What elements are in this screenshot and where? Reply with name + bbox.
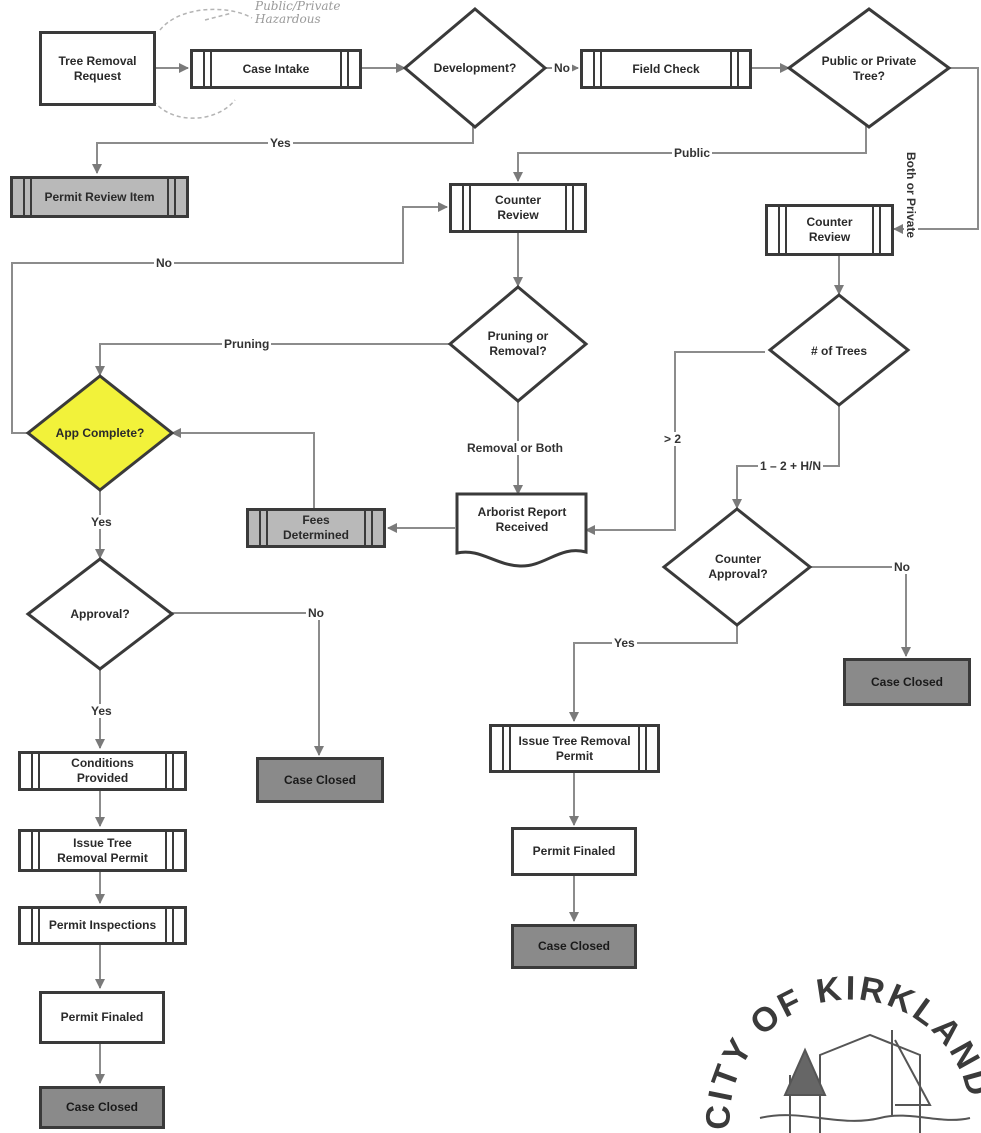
node-label: Pruning or Removal?: [487, 329, 549, 358]
node-label: Permit Finaled: [532, 844, 616, 858]
node-case-closed-right: Case Closed: [843, 658, 971, 706]
node-label: Tree Removal Request: [58, 53, 137, 83]
node-label: Approval?: [70, 606, 130, 621]
decision-public-or-private: [786, 7, 952, 129]
node-label: Permit Inspections: [48, 918, 157, 932]
node-label: # of Trees: [810, 343, 868, 358]
edge-label-both-private: Both or Private: [904, 150, 918, 241]
document-arborist-report: [455, 492, 588, 568]
decision-counter-approval: [661, 507, 813, 627]
label-public-or-private: Public or Private Tree?: [812, 52, 926, 86]
label-pruning-or-removal: Pruning or Removal?: [468, 327, 568, 361]
edge-label-gt2: > 2: [662, 432, 684, 446]
edge-label-yes-counter: Yes: [612, 636, 637, 650]
node-label: Arborist Report Received: [477, 505, 567, 534]
node-label: Counter Review: [495, 193, 541, 222]
node-label: Case Intake: [242, 61, 310, 76]
edge-label-one-two: 1 – 2 + H/N: [758, 459, 824, 473]
node-label: App Complete?: [55, 425, 145, 440]
node-issue-permit-left: Issue Tree Removal Permit: [18, 829, 187, 872]
node-case-intake: Case Intake: [190, 49, 362, 89]
node-label: Case Closed: [537, 939, 611, 953]
node-label: Fees Determined: [282, 513, 350, 542]
edge-label-yes-approval: Yes: [89, 704, 114, 718]
node-label: Issue Tree Removal Permit: [57, 835, 148, 865]
edge-label-no-approval: No: [306, 606, 326, 620]
node-field-check: Field Check: [580, 49, 752, 89]
node-label: Conditions Provided: [71, 756, 134, 785]
edge-label-no-loop: No: [154, 256, 174, 270]
city-seal: [759, 1030, 971, 1133]
node-label: Field Check: [632, 61, 700, 76]
decision-development: [402, 7, 548, 129]
node-permit-inspections: Permit Inspections: [18, 906, 187, 945]
decision-approval: [25, 557, 175, 671]
node-tree-removal-request: Tree Removal Request: [39, 31, 156, 106]
seal-lettering: CITY OF KIRKLAND: [700, 969, 981, 1130]
label-development: Development?: [420, 55, 530, 81]
edge-label-pruning: Pruning: [222, 337, 272, 351]
node-counter-review-right: Counter Review: [765, 204, 894, 256]
decision-pruning-or-removal: [447, 285, 589, 403]
node-label: Public or Private Tree?: [821, 54, 917, 83]
node-arborist-report: Arborist Report Received: [460, 500, 584, 540]
node-permit-finaled-left: Permit Finaled: [39, 991, 165, 1044]
label-counter-approval: Counter Approval?: [688, 550, 788, 584]
label-approval: Approval?: [50, 603, 150, 625]
label-app-complete: App Complete?: [40, 422, 160, 444]
node-conditions-provided: Conditions Provided: [18, 751, 187, 791]
edge-label-yes-permit: Yes: [268, 136, 293, 150]
node-label: Case Closed: [65, 1100, 139, 1114]
node-case-closed-mid-left: Case Closed: [256, 757, 384, 803]
handwritten-note: Public/Private Hazardous: [255, 0, 341, 27]
node-label: Issue Tree Removal Permit: [518, 733, 631, 763]
label-num-trees: # of Trees: [794, 340, 884, 362]
decision-app-complete: [25, 374, 175, 492]
node-label: Permit Finaled: [60, 1010, 144, 1024]
node-label: Case Closed: [283, 772, 357, 787]
node-permit-review-item: Permit Review Item: [10, 176, 189, 218]
node-case-closed-bottom: Case Closed: [39, 1086, 165, 1129]
svg-text:CITY OF KIRKLAND: CITY OF KIRKLAND: [700, 969, 981, 1130]
edge-label-no-field: No: [552, 61, 572, 75]
node-label: Counter Approval?: [708, 552, 768, 581]
edge-label-removal-or-both: Removal or Both: [465, 441, 566, 455]
edge-label-public: Public: [672, 146, 713, 160]
node-case-closed-mid: Case Closed: [511, 924, 637, 969]
node-label: Case Closed: [870, 674, 944, 689]
node-label: Counter Review: [806, 215, 853, 244]
node-fees-determined: Fees Determined: [246, 508, 386, 548]
node-label: Development?: [433, 60, 517, 75]
node-counter-review-left: Counter Review: [449, 183, 587, 233]
node-label: Permit Review Item: [44, 189, 155, 204]
edge-label-no-counter: No: [892, 560, 912, 574]
node-permit-finaled-mid: Permit Finaled: [511, 827, 637, 876]
node-issue-permit-mid: Issue Tree Removal Permit: [489, 724, 660, 773]
seal-text: CITY OF KIRKLAND: [700, 969, 981, 1130]
decision-num-trees: [767, 293, 911, 407]
edge-label-yes-app: Yes: [89, 515, 114, 529]
